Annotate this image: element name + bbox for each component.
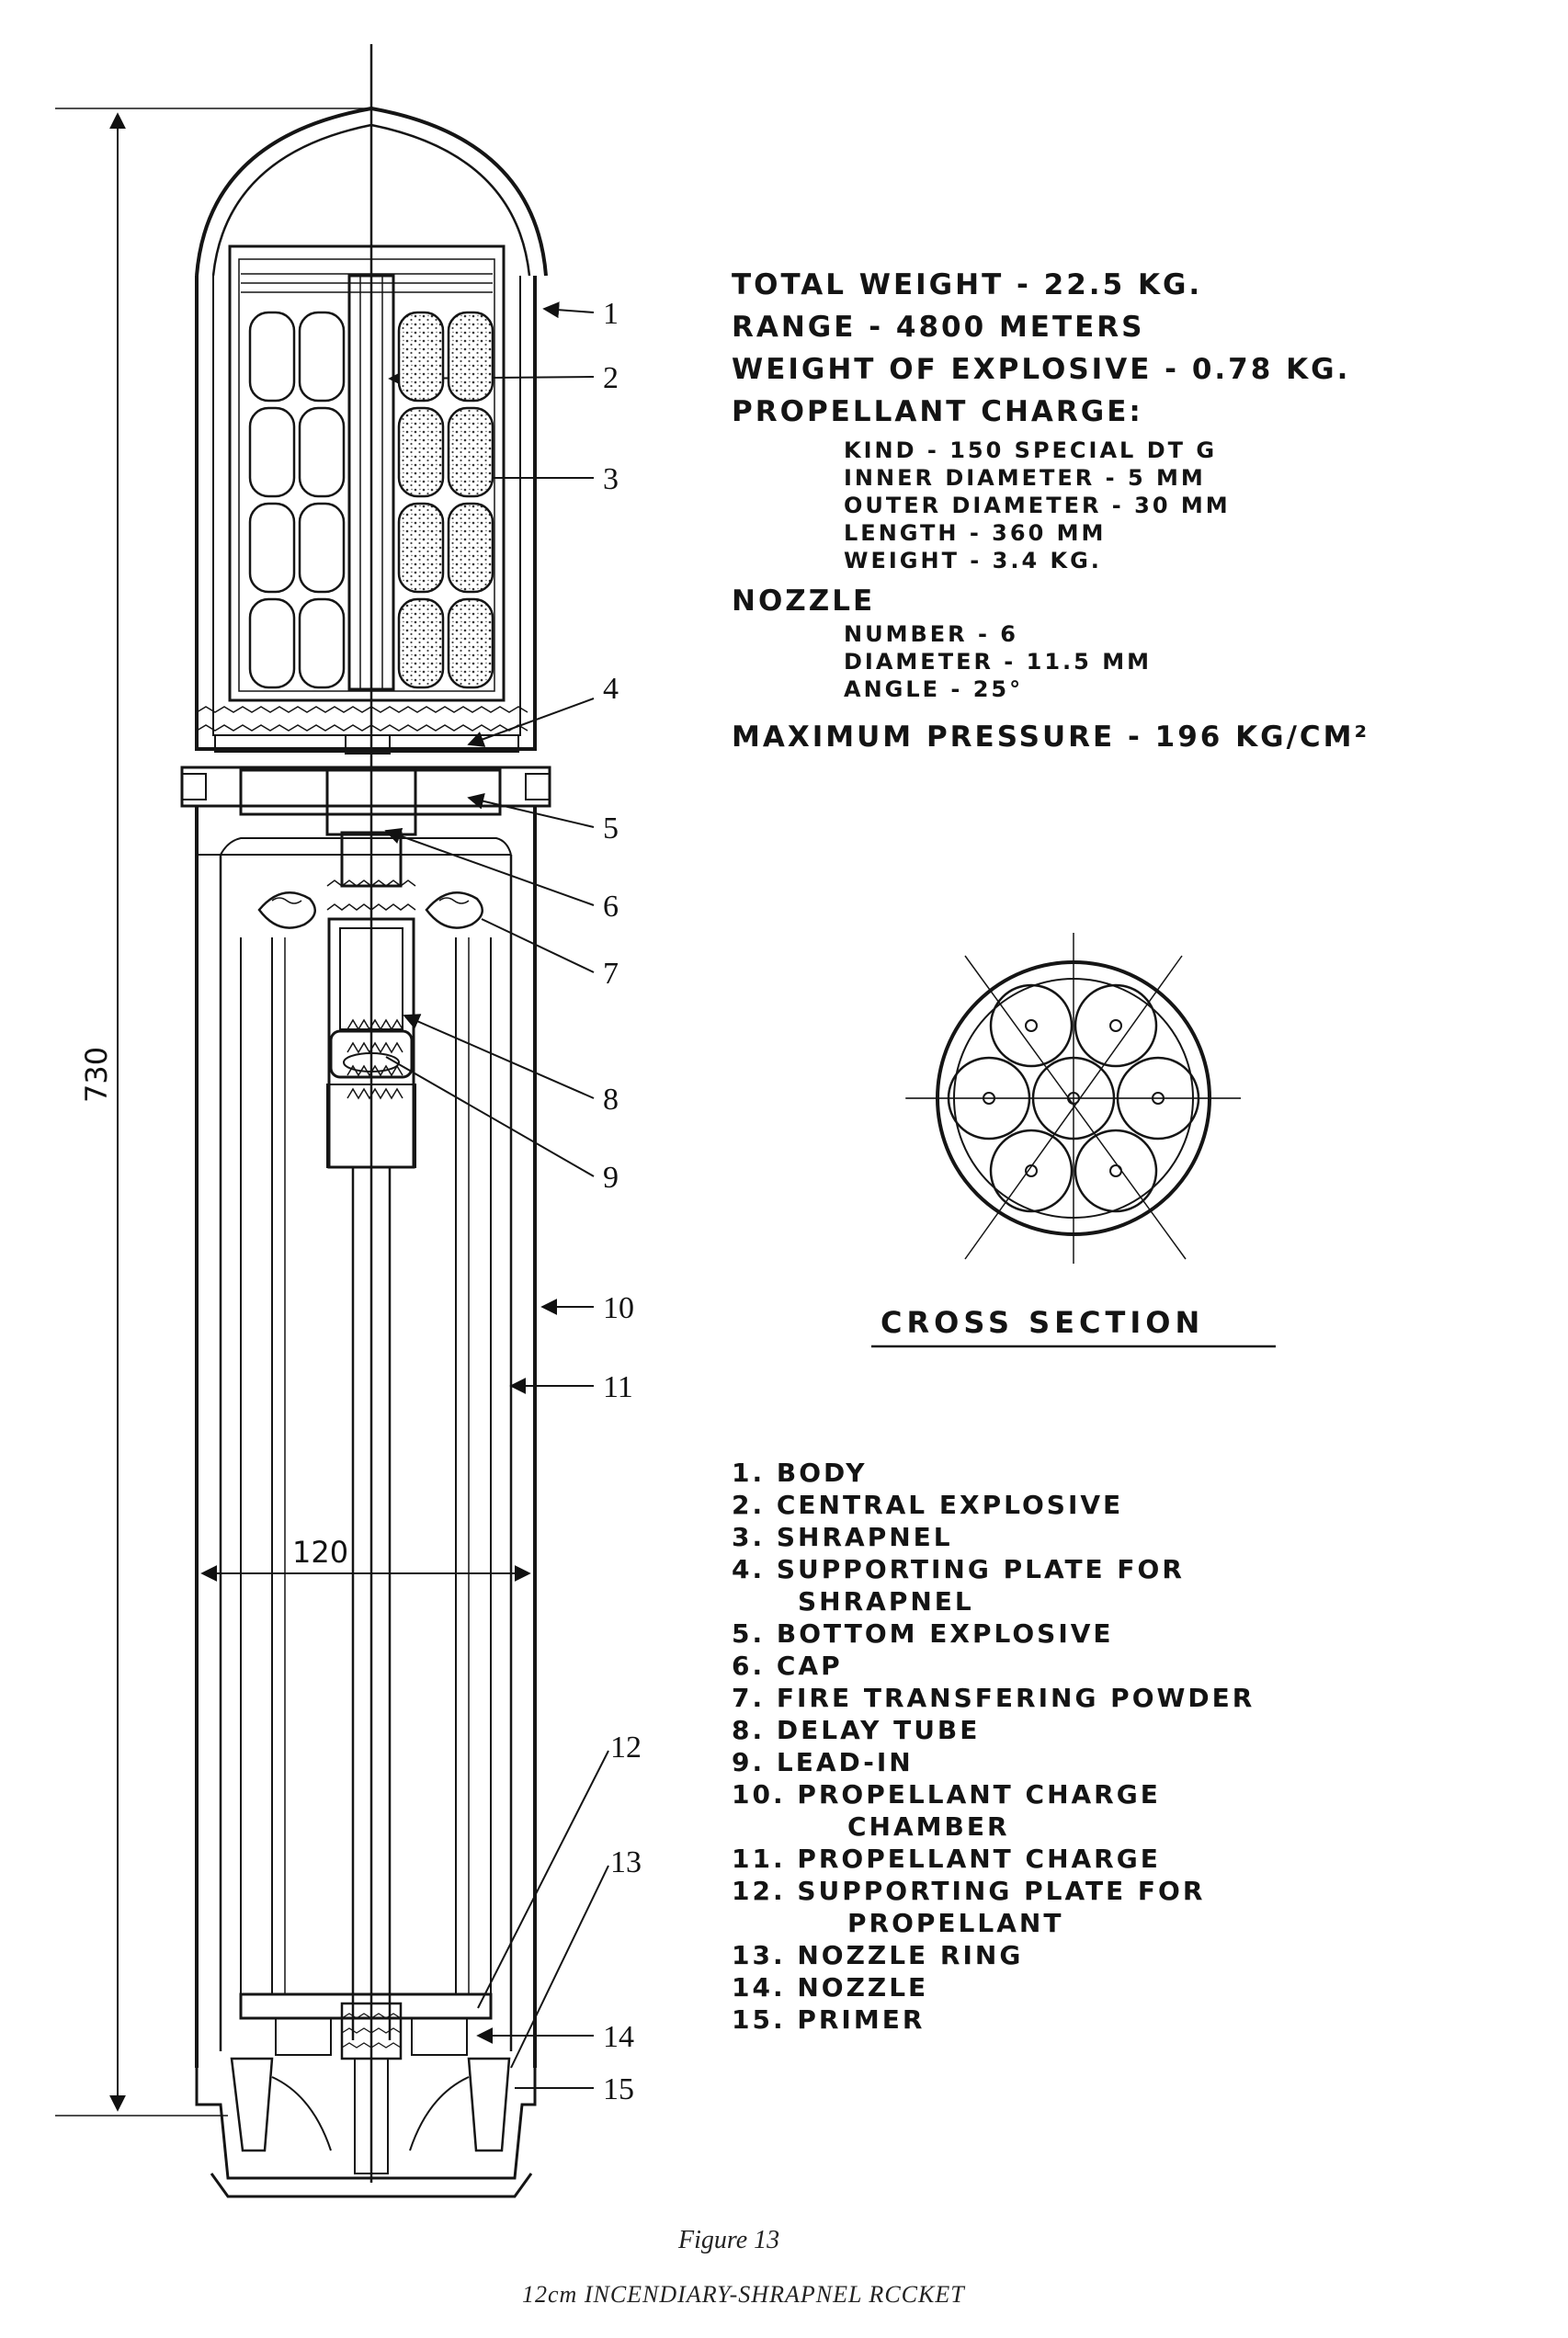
shrapnel-container <box>228 244 506 702</box>
cross-section-title: CROSS SECTION <box>881 1305 1205 1340</box>
dimension-diameter-label: 120 <box>292 1535 348 1570</box>
spec-propellant-kind: KIND - 150 SPECIAL DT G <box>844 437 1218 463</box>
callout-6: 6 <box>603 890 619 924</box>
spec-explosive-weight: WEIGHT OF EXPLOSIVE - 0.78 KG. <box>732 353 1351 386</box>
leader-4 <box>467 698 595 747</box>
callout-8: 8 <box>603 1083 619 1117</box>
shrapnel-pellet <box>248 311 296 403</box>
leader-9 <box>385 1056 595 1177</box>
legend-item-1: 1. BODY <box>732 1458 868 1488</box>
legend-item-14: 14. NOZZLE <box>732 1972 929 2003</box>
legend-item-6: 6. CAP <box>732 1651 843 1681</box>
callout-5: 5 <box>603 811 619 846</box>
nozzle-ring <box>195 2068 537 2180</box>
legend-item-12: 12. SUPPORTING PLATE FOR <box>732 1876 1206 1906</box>
nozzle-right <box>467 2057 511 2152</box>
legend-item-3: 3. SHRAPNEL <box>732 1522 953 1552</box>
callout-1: 1 <box>603 297 619 331</box>
leader-7 <box>481 918 595 973</box>
legend-item-10-cont: CHAMBER <box>847 1811 1010 1842</box>
legend-item-5: 5. BOTTOM EXPLOSIVE <box>732 1618 1114 1649</box>
figure-number: Figure 13 <box>678 2226 780 2254</box>
spec-propellant-weight: WEIGHT - 3.4 KG. <box>844 548 1102 573</box>
spec-outer-diameter: OUTER DIAMETER - 30 MM <box>844 493 1231 518</box>
primer <box>354 2058 389 2174</box>
spec-inner-diameter: INNER DIAMETER - 5 MM <box>844 465 1206 491</box>
leader-5 <box>467 792 595 828</box>
spec-total-weight: TOTAL WEIGHT - 22.5 KG. <box>732 268 1203 301</box>
legend-item-15: 15. PRIMER <box>732 2004 926 2035</box>
motor-chamber-outer <box>195 806 537 2068</box>
legend-item-2: 2. CENTRAL EXPLOSIVE <box>732 1490 1124 1520</box>
spec-length: LENGTH - 360 MM <box>844 520 1107 546</box>
dimension-length-label: 730 <box>79 1047 114 1103</box>
legend-item-11: 11. PROPELLANT CHARGE <box>732 1844 1161 1874</box>
fire-transfering-powder-left <box>257 891 316 929</box>
cross-section-diagram <box>905 933 1241 1264</box>
legend-item-7: 7. FIRE TRANSFERING POWDER <box>732 1683 1256 1713</box>
spec-nozzle-diameter: DIAMETER - 11.5 MM <box>844 649 1152 675</box>
figure-title: 12cm INCENDIARY-SHRAPNEL RCCKET <box>522 2281 965 2308</box>
leader-12 <box>477 1750 609 2009</box>
leader-1 <box>542 301 595 319</box>
rocket-nose-cone <box>195 106 548 277</box>
legend-item-9: 9. LEAD-IN <box>732 1747 914 1777</box>
legend-item-10: 10. PROPELLANT CHARGE <box>732 1779 1161 1810</box>
callout-15: 15 <box>603 2072 634 2106</box>
leader-6 <box>384 827 595 906</box>
callout-12: 12 <box>610 1731 642 1765</box>
spec-nozzle-angle: ANGLE - 25° <box>844 676 1024 702</box>
legend-item-13: 13. NOZZLE RING <box>732 1940 1024 1970</box>
nozzle-left <box>230 2057 274 2152</box>
callout-4: 4 <box>603 672 619 706</box>
lead-in <box>329 1029 414 1079</box>
joint-bolt-right <box>525 773 551 800</box>
callout-9: 9 <box>603 1161 619 1195</box>
callout-11: 11 <box>603 1370 633 1404</box>
spec-nozzle-header: NOZZLE <box>732 584 876 618</box>
joint-bolt-left <box>181 773 207 800</box>
leader-8 <box>403 1014 595 1099</box>
spec-range: RANGE - 4800 METERS <box>732 311 1145 344</box>
callout-3: 3 <box>603 462 619 496</box>
legend-item-4-cont: SHRAPNEL <box>798 1586 974 1617</box>
legend-item-12-cont: PROPELLANT <box>847 1908 1064 1938</box>
central-explosive-tube <box>347 274 395 691</box>
spec-nozzle-number: NUMBER - 6 <box>844 621 1018 647</box>
callout-7: 7 <box>603 957 619 991</box>
spec-max-pressure: MAXIMUM PRESSURE - 196 KG/CM² <box>732 721 1370 754</box>
callout-14: 14 <box>603 2020 634 2054</box>
callout-13: 13 <box>610 1845 642 1879</box>
legend-item-8: 8. DELAY TUBE <box>732 1715 981 1745</box>
propellant-supporting-plate <box>239 1992 493 2020</box>
legend-item-4: 4. SUPPORTING PLATE FOR <box>732 1554 1185 1584</box>
callout-2: 2 <box>603 361 619 395</box>
spec-propellant-header: PROPELLANT CHARGE: <box>732 395 1143 428</box>
fire-transfering-powder-right <box>425 891 483 929</box>
callout-10: 10 <box>603 1291 634 1325</box>
rocket-warhead-casing <box>195 276 537 751</box>
leader-13 <box>510 1865 609 2069</box>
